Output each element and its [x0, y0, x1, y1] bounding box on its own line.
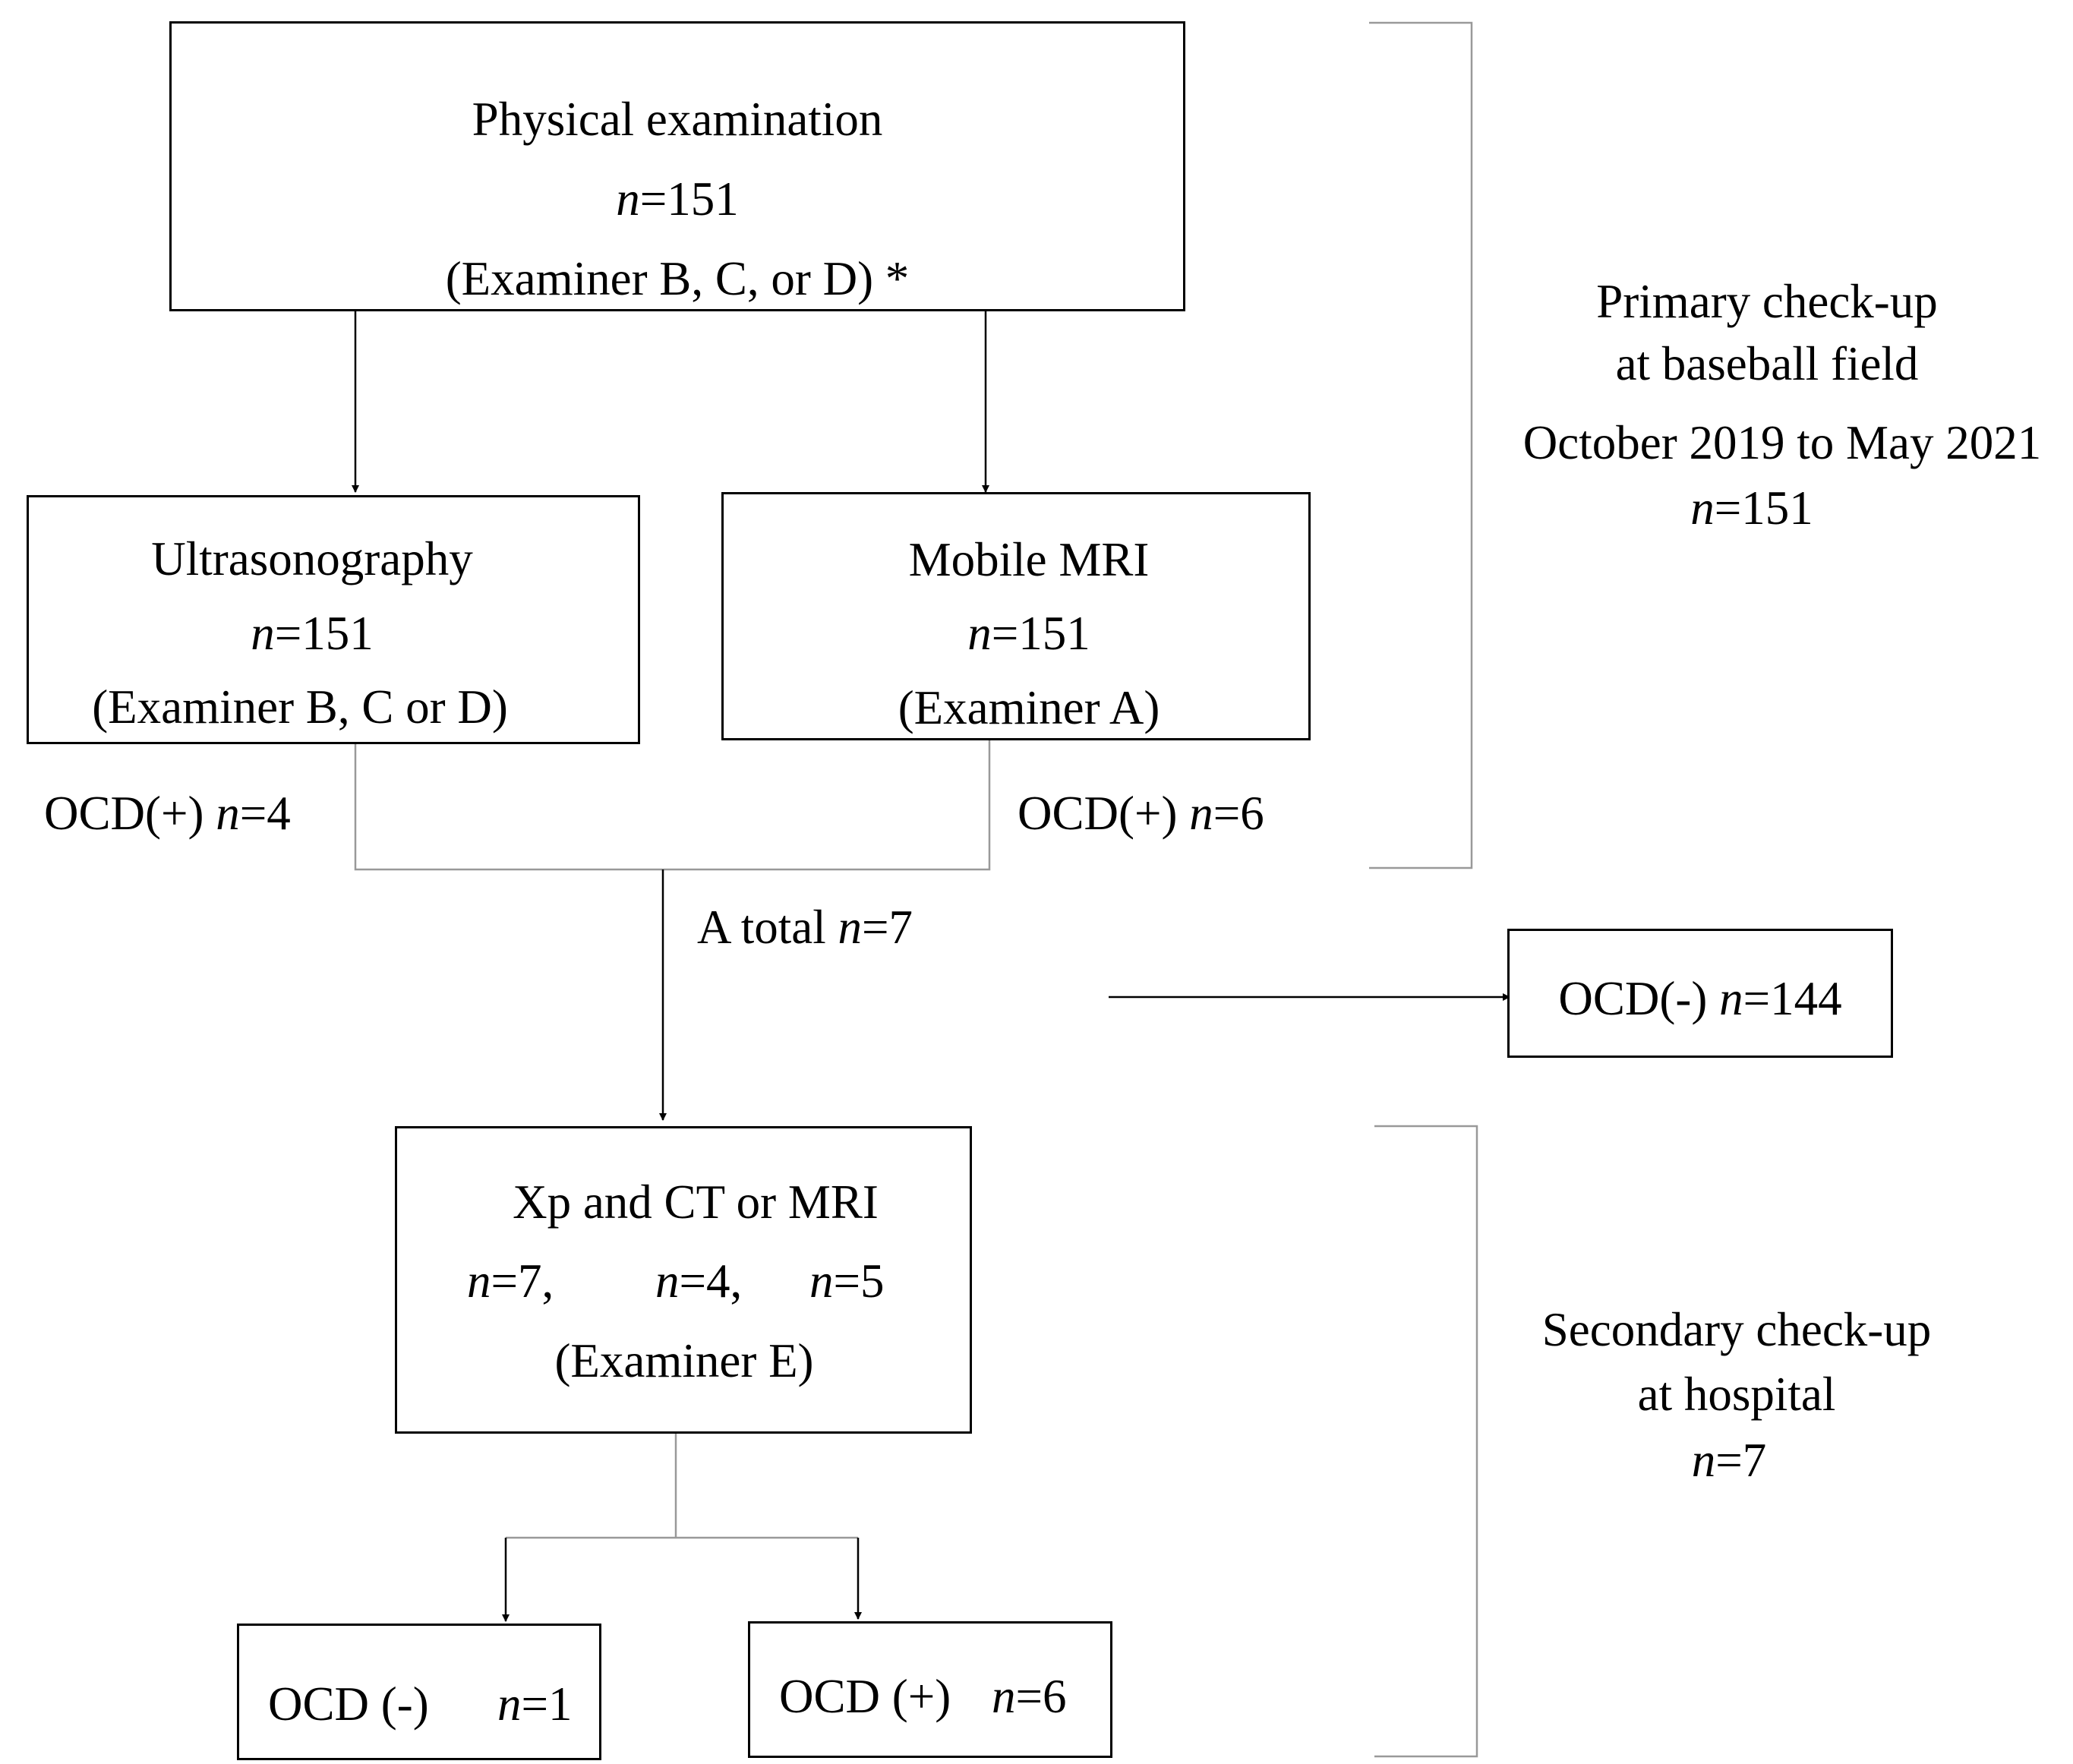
mobile-mri-examiner: (Examiner A) — [898, 681, 1160, 734]
primary-checkup-line1: Primary check-up — [1596, 275, 1938, 328]
ocd-negative-label: OCD(-) n=144 — [1558, 972, 1842, 1025]
primary-checkup-line2: at baseball field — [1615, 337, 1919, 390]
secondary-exam-n-xp: n=7, — [467, 1254, 554, 1308]
physical-exam-n: n=151 — [616, 172, 739, 226]
ocd-negative-box: OCD(-) n=144 — [1507, 929, 1893, 1058]
secondary-exam-title: Xp and CT or MRI — [513, 1175, 879, 1229]
final-ocd-negative-box: OCD (-) n=1 — [237, 1624, 601, 1760]
mobile-mri-box: Mobile MRI n=151 (Examiner A) — [721, 492, 1311, 740]
final-ocd-positive-n: n=6 — [992, 1670, 1067, 1723]
physical-exam-box: Physical examination n=151 (Examiner B, … — [169, 21, 1185, 311]
ultrasonography-n: n=151 — [251, 607, 374, 660]
primary-checkup-n: n=151 — [1690, 481, 1813, 535]
ultrasonography-box: Ultrasonography n=151 (Examiner B, C or … — [27, 495, 640, 744]
merge-line — [354, 740, 991, 871]
secondary-exam-n-mri: n=5 — [809, 1254, 885, 1308]
primary-checkup-line3: October 2019 to May 2021 — [1522, 416, 2042, 469]
secondary-checkup-line1: Secondary check-up — [1541, 1303, 1932, 1356]
secondary-exam-examiner: (Examiner E) — [554, 1334, 814, 1387]
final-ocd-negative-label: OCD (-) — [268, 1677, 429, 1731]
mobile-mri-n: n=151 — [967, 607, 1090, 660]
ultrasonography-examiner: (Examiner B, C or D) — [92, 680, 508, 734]
primary-bracket — [1369, 21, 1473, 869]
secondary-checkup-line2: at hospital — [1637, 1368, 1836, 1421]
total-label: A total n=7 — [697, 901, 913, 954]
us-ocd-positive: OCD(+) n=4 — [44, 787, 291, 840]
secondary-checkup-n: n=7 — [1691, 1434, 1767, 1487]
physical-exam-title: Physical examination — [472, 93, 883, 146]
secondary-bracket — [1374, 1125, 1478, 1758]
final-ocd-positive-box: OCD (+) n=6 — [748, 1621, 1112, 1758]
secondary-exam-box: Xp and CT or MRI n=7, n=4, n=5 (Examiner… — [395, 1126, 972, 1434]
mri-ocd-positive: OCD(+) n=6 — [1018, 787, 1264, 840]
ultrasonography-title: Ultrasonography — [151, 532, 473, 585]
mobile-mri-title: Mobile MRI — [908, 533, 1150, 586]
physical-exam-examiner: (Examiner B, C, or D) * — [445, 252, 910, 305]
final-ocd-positive-label: OCD (+) — [779, 1670, 951, 1723]
final-ocd-negative-n: n=1 — [497, 1677, 573, 1731]
secondary-exam-n-ct: n=4, — [655, 1254, 743, 1308]
